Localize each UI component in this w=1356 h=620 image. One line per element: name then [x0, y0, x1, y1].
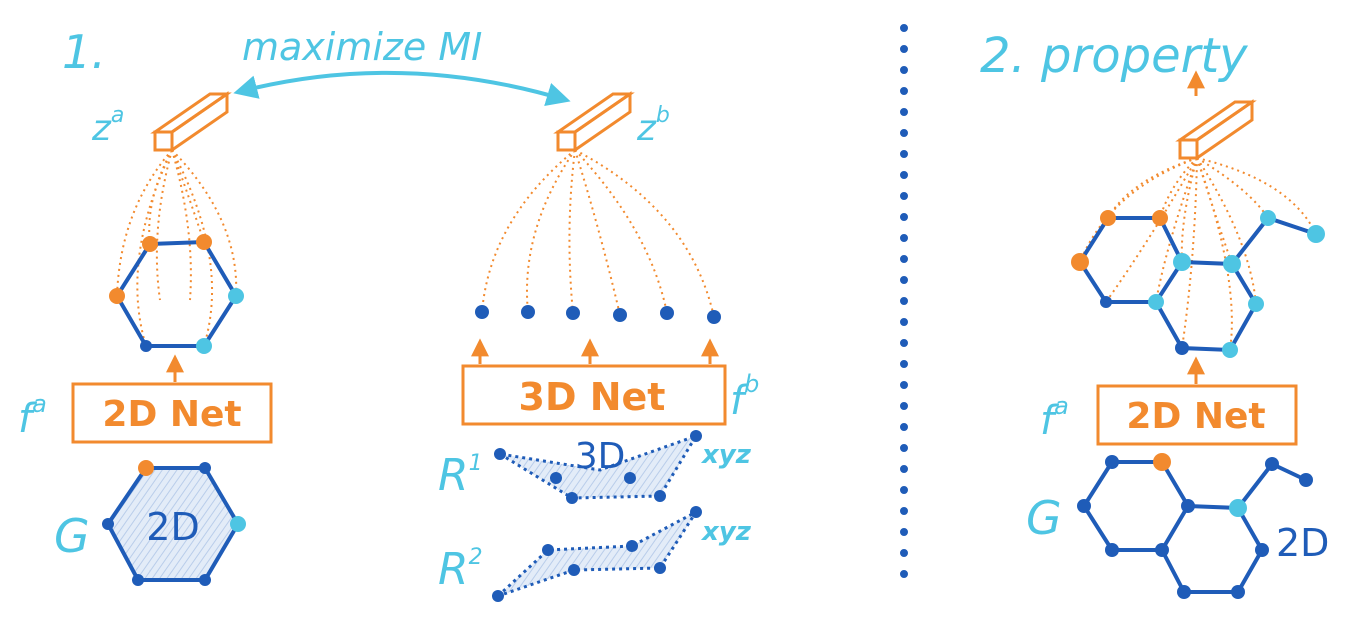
atom-cyan	[228, 288, 244, 304]
z-right-embedding	[1175, 99, 1257, 161]
node-point	[521, 305, 535, 319]
zb-label: zb	[636, 103, 670, 149]
atom-cyan	[196, 338, 212, 354]
atom-orange	[1152, 210, 1168, 226]
atom-blue	[199, 462, 211, 474]
r1-label: R1	[438, 450, 483, 501]
net3d-label: 3D Net	[519, 375, 666, 419]
step1-label: 1.	[62, 25, 106, 79]
xyz1-label: xyz	[700, 440, 752, 470]
atom-blue	[1265, 457, 1279, 471]
atom-cyan	[1260, 210, 1276, 226]
g-left-atoms	[102, 460, 246, 586]
za-embedding	[150, 91, 232, 153]
net2d-left-label: 2D Net	[102, 394, 241, 435]
atom-blue	[1100, 296, 1112, 308]
atom-mixed	[196, 234, 212, 250]
atom-blue	[1177, 585, 1191, 599]
r2-label: R2	[438, 544, 483, 595]
node-point	[566, 306, 580, 320]
g-right-atoms	[1077, 453, 1313, 599]
atom-blue	[566, 492, 578, 504]
fa-left-label: fa	[18, 390, 47, 442]
step2-label: 2. property	[980, 28, 1248, 84]
zb-readout-lines	[481, 149, 715, 318]
atom-orange	[138, 460, 154, 476]
atom-cyan	[1223, 255, 1241, 273]
atom-blue	[1105, 543, 1119, 557]
atom-blue	[494, 448, 506, 460]
atom-orange	[1100, 210, 1116, 226]
atom-blue	[690, 430, 702, 442]
atom-blue	[690, 506, 702, 518]
g-left-inner-label: 2D	[146, 505, 199, 549]
atom-blue	[568, 564, 580, 576]
z-right-readout-lines	[1079, 157, 1317, 351]
net3d-box	[461, 364, 727, 426]
atom-orange	[142, 236, 158, 252]
atom-blue	[1155, 543, 1169, 557]
left-molecule-hexagon	[114, 239, 239, 348]
node-point	[660, 306, 674, 320]
atom-blue	[654, 562, 666, 574]
za-readout-lines	[116, 149, 238, 347]
node-point	[613, 308, 627, 322]
za-label: za	[91, 103, 124, 149]
atom-cyan	[1248, 296, 1264, 312]
atom-blue	[1231, 585, 1245, 599]
fa-right-label: fa	[1040, 392, 1069, 444]
atom-blue	[1181, 499, 1195, 513]
atom-blue	[199, 574, 211, 586]
r2-plane	[496, 507, 701, 598]
atom-blue	[140, 340, 152, 352]
atom-blue	[1175, 341, 1189, 355]
atom-blue	[1077, 499, 1091, 513]
r1-atoms	[494, 430, 702, 504]
atom-orange	[1153, 453, 1171, 471]
mi-arrow	[233, 70, 571, 106]
fb-label: fb	[730, 370, 759, 424]
xyz2-label: xyz	[700, 517, 752, 547]
up-arrows-3d	[471, 338, 719, 364]
atom-blue	[1255, 543, 1269, 557]
atom-cyan	[1222, 342, 1238, 358]
r1-plane	[499, 433, 700, 500]
atom-blue	[624, 472, 636, 484]
atom-blue	[132, 574, 144, 586]
g-right-bonds	[1081, 460, 1307, 594]
net2d-left-box	[71, 382, 273, 444]
g-right-2d-label: 2D	[1276, 521, 1329, 565]
atom-blue	[492, 590, 504, 602]
net2d-right-label: 2D Net	[1126, 396, 1265, 437]
zb-embedding	[553, 91, 635, 153]
atom-blue	[1105, 455, 1119, 469]
g-left-label: G	[54, 509, 90, 563]
label-3d: 3D	[575, 436, 626, 477]
node-point	[707, 310, 721, 324]
net2d-right-box	[1096, 384, 1298, 446]
atom-cyan	[1173, 253, 1191, 271]
node-embeddings	[475, 305, 721, 324]
atom-blue	[626, 540, 638, 552]
atom-cyan	[1229, 499, 1247, 517]
node-point	[475, 305, 489, 319]
atom-orange	[109, 288, 125, 304]
atom-blue	[654, 490, 666, 502]
left-molecule-atoms	[109, 234, 244, 354]
atom-blue	[542, 544, 554, 556]
right-molecule-top-atoms	[1071, 210, 1325, 358]
atom-blue	[1299, 473, 1313, 487]
atom-orange	[1071, 253, 1089, 271]
maximize-mi-label: maximize MI	[242, 25, 482, 69]
r2-atoms	[492, 506, 702, 602]
atom-cyan	[1307, 225, 1325, 243]
atom-blue	[550, 472, 562, 484]
atom-blue	[102, 518, 114, 530]
g-right-label: G	[1026, 491, 1062, 545]
atom-cyan	[1148, 294, 1164, 310]
atom-cyan	[230, 516, 246, 532]
right-molecule-top-bonds	[1077, 215, 1317, 353]
